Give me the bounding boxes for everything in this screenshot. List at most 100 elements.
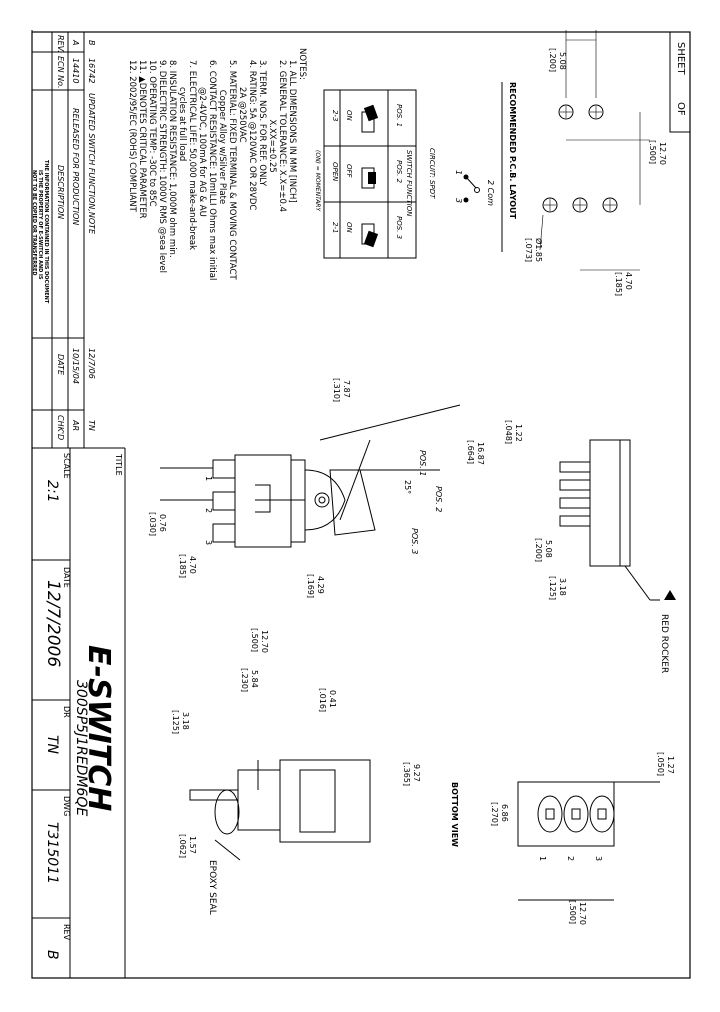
rocker-pos1-icon (361, 104, 379, 133)
pcb-dim-hole-in: [.073] (524, 238, 533, 262)
note-5: 5. MATERIAL: FIXED TERMINAL & MOVING CON… (227, 60, 237, 280)
rev-b-chkd: TN (87, 420, 96, 431)
sf-conn-pos3: 2-1 (331, 222, 339, 233)
sf-header-pos1: POS. 1 (395, 104, 403, 127)
note-10: 10. OPERATING TEMP: -30C to 85C (147, 60, 157, 207)
fv-dim-1270: 12.70 (260, 630, 269, 653)
dwg-number: T315011 (44, 822, 60, 884)
rev-b-date: 12/7/06 (87, 348, 96, 379)
rev-a-rev: A (71, 39, 80, 45)
sf-state-pos1: ON (345, 110, 353, 122)
dim-318-in: [.125] (548, 576, 557, 600)
pcb-hole (572, 197, 588, 213)
rev-header-rev: REV. (56, 35, 65, 53)
bv-terminal-1: 1 (538, 856, 547, 861)
disclaimer-line-3: NOT TO BE COPIED OR TRANSFERRED (31, 170, 37, 276)
pos3-label: POS. 3 (410, 528, 419, 554)
sf-state-pos2: OFF (345, 164, 353, 179)
pcb-hole (588, 104, 604, 120)
bv-dim-686-in: [.270] (490, 802, 499, 826)
fv-dim-318-in: [.125] (171, 710, 180, 734)
of-label: OF (675, 102, 686, 116)
sheet-label: SHEET (675, 42, 686, 76)
sheet-border (31, 31, 691, 979)
fv-dim-927-in: [.365] (402, 762, 411, 786)
dim-470: 4.70 (188, 556, 197, 574)
disclaimer-line-2: IS THE PROPERTY OF E-SWITCH AND IS (37, 170, 43, 280)
red-rocker-label: RED ROCKER (659, 614, 669, 673)
circuit-com-label: 2 Com (486, 180, 495, 206)
note-4b: 2A @250VAC (237, 60, 247, 143)
fv-dim-584: 5.84 (250, 670, 259, 688)
notes-heading: NOTES: (297, 48, 307, 80)
dim-122: 1.22 (514, 424, 523, 442)
side-view (160, 404, 461, 548)
note-1: 1. ALL DIMENSIONS IN MM [INCH] (287, 60, 297, 203)
bv-dim-127: 1.27 (666, 756, 675, 774)
pcb-dim-hole: Ø1.85 (534, 238, 544, 262)
rocker-pos3-icon (361, 223, 379, 248)
rev-b-desc: UPDATED SWITCH FUNCTION,NOTE (87, 93, 96, 235)
bottom-view (517, 781, 660, 901)
sf-conn-pos1: 2-3 (331, 110, 339, 121)
dim-470-in: [.185] (178, 554, 187, 578)
rev-a-chkd: AR (71, 419, 80, 431)
dwg-label: DWG (62, 796, 71, 816)
dim-429-in: [.169] (306, 574, 315, 598)
note-7b: cycles at full load (177, 60, 187, 161)
sf-state-pos3: ON (345, 222, 353, 234)
dim-787: 7.87 (342, 380, 351, 398)
bottom-view-title: BOTTOM VIEW (450, 782, 459, 847)
pcb-hole (558, 104, 574, 120)
scale-label: SCALE (62, 453, 71, 479)
top-view-body (559, 439, 660, 601)
bv-terminal-3: 3 (594, 856, 603, 861)
title-block: TITLE E-SWITCH 300SP5J1REDM6QE SCALE 2:1… (32, 447, 125, 978)
rev-header-chkd: CHK'D (56, 415, 65, 440)
bv-terminal-2: 2 (566, 856, 575, 861)
revision-table: REV. ECN No. DESCRIPTION DATE CHK'D B 16… (31, 30, 96, 448)
pcb-layout: RECOMMENDED P.C.B. LAYOUT 5.08 [.200] 12… (501, 30, 667, 296)
disclaimer-line-1: THE INFORMATION CONTAINED IN THIS DOCUME… (43, 160, 49, 304)
pcb-dim-width-in: [.185] (614, 272, 623, 296)
note-12: 12. 2002/95/EC (ROHS) COMPLIANT (127, 60, 137, 213)
note-6b: @2-4VDC, 100mA for AG & AU (197, 60, 207, 217)
pcb-layout-title: RECOMMENDED P.C.B. LAYOUT (508, 82, 517, 220)
front-view (189, 759, 371, 861)
fv-dim-318: 3.18 (181, 712, 190, 730)
fv-dim-927: 9.27 (412, 764, 421, 782)
switch-function-title: SWITCH FUNCTION (405, 150, 413, 217)
angle-label: 25° (403, 480, 412, 494)
dim-1687: 16.87 (476, 442, 485, 465)
sf-header-pos3: POS. 3 (395, 216, 403, 239)
bv-dim-1270-in: [.500] (568, 900, 577, 924)
part-number: 300SP5J1REDM6QE (73, 680, 89, 816)
circuit-title: CIRCUIT: SPDT (428, 148, 436, 199)
rev-header-ecn: ECN No. (56, 56, 65, 89)
note-8: 8. INSULATION RESISTANCE: 1,000M ohm min… (167, 60, 177, 258)
fv-dim-1270-in: [.500] (250, 628, 259, 652)
note-2: 2. GENERAL TOLERANCE: X.X=±0.4 (277, 60, 287, 212)
switch-function-table: SWITCH FUNCTION POS. 1 POS. 2 POS. 3 ON … (314, 89, 417, 259)
fv-dim-584-in: [.230] (240, 668, 249, 692)
bottom-view-labels: BOTTOM VIEW 1 2 3 1.27 [.050] 6.86 [.270… (450, 752, 675, 925)
pcb-dim-width: 4.70 (624, 272, 633, 290)
pos2-label: POS. 2 (434, 486, 443, 512)
sf-conn-pos2: OPEN (331, 162, 339, 182)
epoxy-seal-label: EPOXY SEAL (207, 860, 217, 915)
drawn-by-value: TN (44, 735, 60, 755)
company-logo: E-SWITCH (81, 645, 116, 811)
rev-a-date: 10/15/04 (71, 348, 80, 384)
rev-header-desc: DESCRIPTION (56, 165, 65, 219)
title-label: TITLE (114, 453, 123, 476)
rev-a-desc: RELEASED FOR PRODUCTION (71, 108, 80, 225)
side-terminal-2: 2 (204, 508, 213, 513)
bv-dim-127-in: [.050] (656, 752, 665, 776)
note-2b: X.XX=±0.25 (267, 60, 277, 173)
sf-header-pos2: POS. 2 (395, 160, 403, 184)
pcb-hole (542, 197, 558, 213)
sheet-of-box (669, 31, 691, 133)
note-4: 4. RATING: 5A @120VAC OR 28VDC (247, 60, 257, 210)
rev-value: B (44, 950, 60, 960)
fv-dim-157: 1.57 (188, 836, 197, 854)
